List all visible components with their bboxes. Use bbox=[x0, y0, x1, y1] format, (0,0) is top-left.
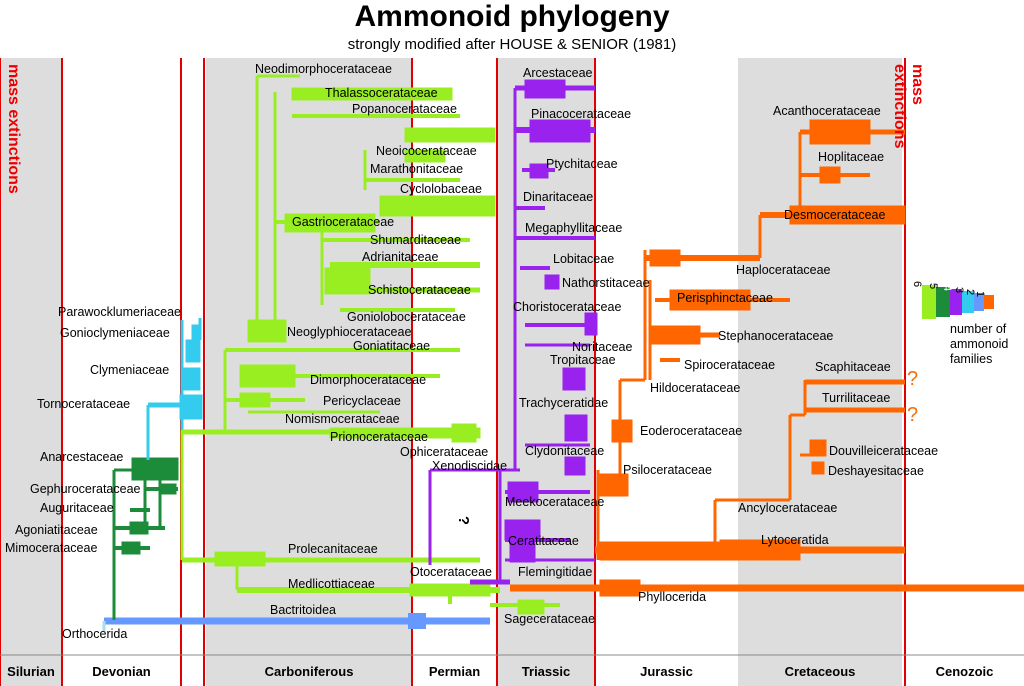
taxon-label: Acanthocerataceae bbox=[773, 104, 881, 118]
period-cenozoic: Cenozoic bbox=[935, 664, 994, 679]
taxon-label: Tornocerataceae bbox=[37, 397, 131, 411]
clymeniid-lineages bbox=[146, 318, 203, 460]
taxon-label: Dimorphocerataceae bbox=[310, 373, 427, 387]
mass-extinctions-label-right: mass extinctions bbox=[891, 64, 926, 149]
taxon-label: Nathorstitaceae bbox=[562, 276, 650, 290]
taxon-label: Mimocerataceae bbox=[5, 541, 98, 555]
legend-caption-line: number of bbox=[950, 322, 1007, 336]
legend-number: 1 bbox=[974, 291, 986, 298]
taxon-label: Hildocerataceae bbox=[650, 381, 741, 395]
taxon-label: Dinaritaceae bbox=[523, 190, 594, 204]
ceratitid-lineages bbox=[428, 79, 598, 585]
taxon-label: Neoglyphiocerataceae bbox=[287, 325, 412, 339]
period-cretaceous: Cretaceous bbox=[784, 664, 856, 679]
period-carboniferous: Carboniferous bbox=[264, 664, 354, 679]
period-devonian: Devonian bbox=[92, 664, 151, 679]
taxon-label: Gephurocerataceae bbox=[30, 482, 141, 496]
taxon-label: Agoniatitaceae bbox=[15, 523, 98, 537]
family-count-legend-graphic bbox=[922, 285, 994, 319]
diagram-subtitle: strongly modified after HOUSE & SENIOR (… bbox=[347, 36, 677, 53]
taxon-label: Lytoceratida bbox=[761, 533, 829, 547]
mass-extinctions-label-left: mass extinctions bbox=[5, 64, 22, 194]
question-mark-turrilitaceae: ? bbox=[907, 404, 919, 426]
taxon-label: Noritaceae bbox=[572, 340, 633, 354]
ammonitid-lineages bbox=[510, 119, 1024, 597]
taxon-label: Trachyceratidae bbox=[519, 396, 609, 410]
taxon-label: Phyllocerida bbox=[638, 590, 707, 604]
taxon-label: Choristocerataceae bbox=[513, 300, 622, 314]
taxon-label: Prionocerataceae bbox=[330, 430, 428, 444]
taxon-label: Schistocerataceae bbox=[368, 283, 471, 297]
legend-number: 6 bbox=[911, 281, 923, 288]
taxon-label: Gastriocerataceae bbox=[292, 215, 395, 229]
taxon-label: Marathonitaceae bbox=[370, 162, 464, 176]
taxon-label: Ptychitaceae bbox=[546, 157, 618, 171]
taxon-label: Neodimorphocerataceae bbox=[255, 62, 392, 76]
period-silurian: Silurian bbox=[7, 664, 55, 679]
uncertain-origin-mark: ? bbox=[455, 515, 473, 526]
legend-number: 4 bbox=[941, 285, 953, 292]
taxon-label: Ancylocerataceae bbox=[738, 501, 838, 515]
legend-caption-line: ammonoid bbox=[950, 337, 1009, 351]
taxon-label: Arcestaceae bbox=[523, 66, 593, 80]
taxon-label: Haplocerataceae bbox=[736, 263, 831, 277]
taxon-label: Scaphitaceae bbox=[815, 360, 891, 374]
taxon-label: Gonioclymeniaceae bbox=[60, 326, 170, 340]
taxon-label: Goniatitaceae bbox=[353, 339, 431, 353]
goniatitid-prolecanitid-lineages bbox=[180, 74, 560, 615]
taxon-label: Perisphinctaceae bbox=[677, 291, 773, 305]
taxon-label: Xenodiscidae bbox=[432, 459, 508, 473]
taxon-label: Adrianitaceae bbox=[362, 250, 439, 264]
taxon-label: Cyclolobaceae bbox=[400, 182, 482, 196]
taxon-label: Goniolobocerataceae bbox=[347, 310, 466, 324]
taxon-label: Auguritaceae bbox=[40, 501, 114, 515]
period-permian: Permian bbox=[428, 664, 481, 679]
taxon-label: Ophicerataceae bbox=[400, 445, 489, 459]
legend-caption-line: families bbox=[950, 352, 993, 366]
taxon-label: Sagecerataceae bbox=[504, 612, 596, 626]
taxon-label: Flemingitidae bbox=[518, 565, 593, 579]
taxon-label: Ceratitaceae bbox=[508, 534, 579, 548]
question-mark-scaphitaceae: ? bbox=[907, 368, 919, 390]
taxon-label: Parawocklumeriaceae bbox=[58, 305, 181, 319]
period-jurassic: Jurassic bbox=[640, 664, 693, 679]
taxon-label: Megaphyllitaceae bbox=[525, 221, 623, 235]
taxon-label: Orthocerida bbox=[62, 627, 128, 641]
taxon-label: Otocerataceae bbox=[410, 565, 492, 579]
taxon-label: Shumarditaceae bbox=[370, 233, 462, 247]
taxon-label: Neoicocerataceae bbox=[376, 144, 477, 158]
taxon-label: Desmocerataceae bbox=[784, 208, 886, 222]
taxon-label: Turrilitaceae bbox=[822, 391, 891, 405]
taxon-label: Bactritoidea bbox=[270, 603, 337, 617]
bactritoidea-lineage bbox=[102, 613, 490, 632]
taxon-label: Popanocerataceae bbox=[352, 102, 457, 116]
taxon-label: Anarcestaceae bbox=[40, 450, 124, 464]
legend-number: 5 bbox=[927, 283, 939, 290]
taxon-label: Pericyclaceae bbox=[323, 394, 401, 408]
taxon-label: Medlicottiaceae bbox=[288, 577, 375, 591]
taxon-label: Clydonitaceae bbox=[525, 444, 605, 458]
taxon-label: Lobitaceae bbox=[553, 252, 615, 266]
taxon-label: Nomismocerataceae bbox=[285, 412, 400, 426]
taxon-label: Tropitaceae bbox=[550, 353, 616, 367]
taxon-label: Hoplitaceae bbox=[818, 150, 885, 164]
period-triassic: Triassic bbox=[521, 664, 571, 679]
taxon-label: Thalassocerataceae bbox=[325, 86, 438, 100]
taxon-label: Douvilleicerataceae bbox=[829, 444, 939, 458]
taxon-label: Stephanocerataceae bbox=[718, 329, 834, 343]
taxon-label: Spirocerataceae bbox=[684, 358, 776, 372]
taxon-label: Eoderocerataceae bbox=[640, 424, 743, 438]
taxon-label: Pinacocerataceae bbox=[531, 107, 632, 121]
taxon-label: Meekocerataceae bbox=[505, 495, 605, 509]
taxon-label: Prolecanitaceae bbox=[288, 542, 378, 556]
taxon-label: Psilocerataceae bbox=[623, 463, 712, 477]
devonian-goniatitid-lineages bbox=[112, 457, 179, 620]
taxon-label: Clymeniaceae bbox=[90, 363, 170, 377]
diagram-title: Ammonoid phylogeny bbox=[354, 0, 670, 33]
taxon-label: Deshayesitaceae bbox=[828, 464, 924, 478]
